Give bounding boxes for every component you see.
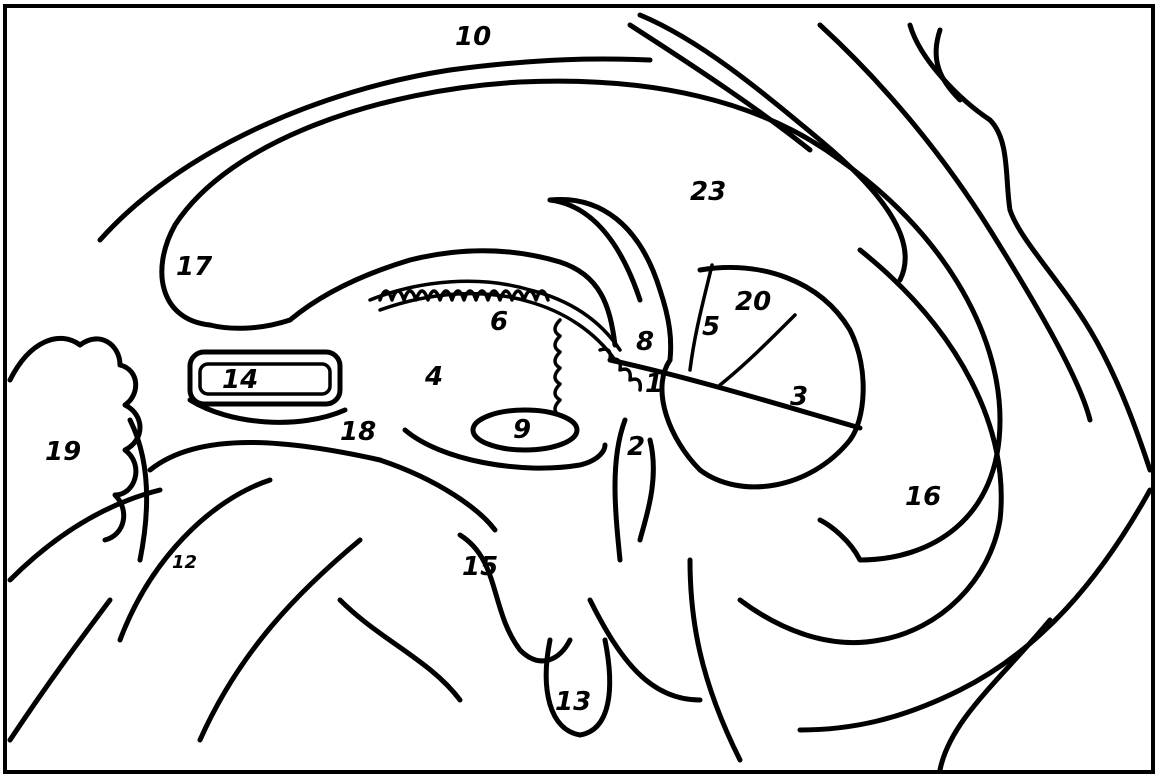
label-15: 15 xyxy=(462,552,498,582)
label-5: 5 xyxy=(702,312,720,342)
label-8: 8 xyxy=(636,327,654,357)
choroid-plexus-loops-right xyxy=(600,349,640,390)
label-4: 4 xyxy=(424,362,443,392)
right-outer-curve-4 xyxy=(910,25,1150,470)
label-19: 19 xyxy=(45,437,81,467)
brainstem-bottom xyxy=(340,600,460,700)
label-23: 23 xyxy=(690,177,726,207)
brainstem-right-2 xyxy=(690,560,740,760)
label-9: 9 xyxy=(513,415,531,445)
label-10: 12 xyxy=(172,552,197,573)
drawing-frame xyxy=(5,6,1153,772)
brainstem-upper xyxy=(150,443,495,531)
region-16-outline xyxy=(740,250,1001,643)
region-14-inner xyxy=(200,364,330,394)
label-17: 17 xyxy=(176,252,213,282)
right-lower-curve xyxy=(800,490,1150,730)
cerebellum-bottom xyxy=(10,600,110,740)
label-13: 10 xyxy=(455,22,491,52)
label-16: 16 xyxy=(905,482,941,512)
label-6: 6 xyxy=(490,307,508,337)
brainstem-mid xyxy=(200,540,360,740)
choroid-plexus-loops-lower xyxy=(555,320,560,416)
region-2-left xyxy=(615,420,625,560)
label-18: 18 xyxy=(340,417,376,447)
right-bottom-curve xyxy=(940,620,1050,770)
label-20: 20 xyxy=(735,287,771,317)
label-2: 2 xyxy=(627,432,645,462)
cerebellum-arc xyxy=(130,420,147,560)
label-14: 14 xyxy=(222,365,258,395)
corpus-callosum-lower xyxy=(210,320,290,328)
stria-20 xyxy=(720,315,795,385)
cerebellum-lower xyxy=(10,490,160,580)
label-3: 3 xyxy=(790,382,808,412)
region-14-outer xyxy=(190,352,340,404)
label-1: 1 xyxy=(645,369,663,399)
label-12: 13 xyxy=(555,687,591,717)
